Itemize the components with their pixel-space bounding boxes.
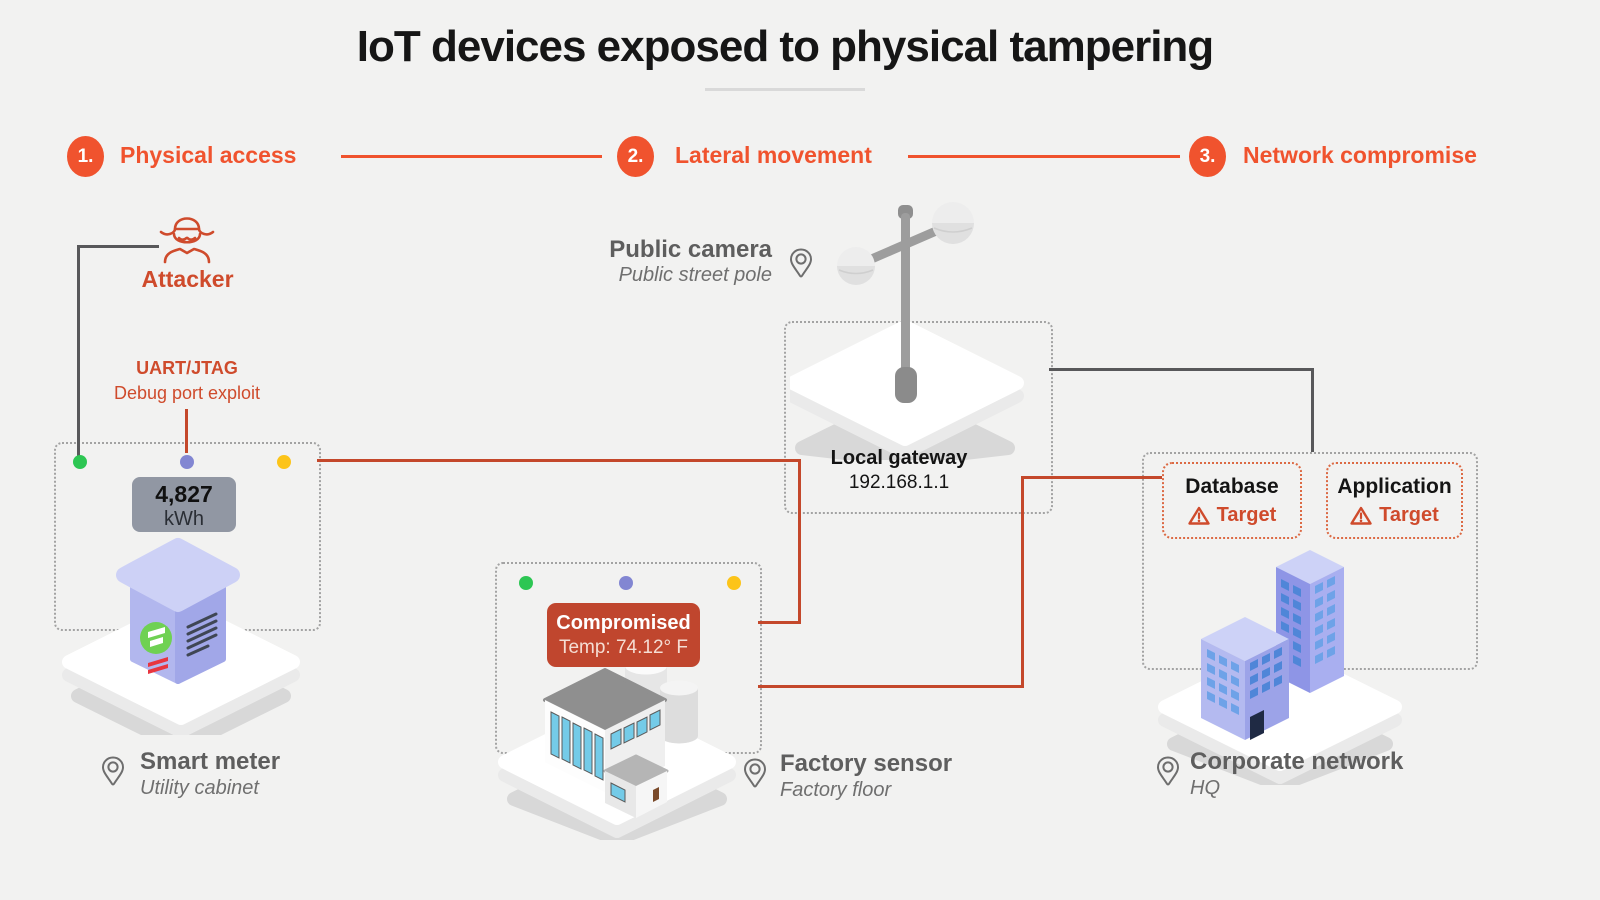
compromised-badge: Compromised Temp: 74.12° F <box>547 603 700 667</box>
warning-triangle-icon <box>1187 506 1210 525</box>
status-dot-purple <box>619 576 633 590</box>
compromised-status: Compromised <box>556 612 691 634</box>
application-target-box: Application Target <box>1326 462 1463 539</box>
link-gateway-to-corporate-h <box>1049 368 1314 371</box>
step-2-number-badge: 2. <box>617 136 654 177</box>
public-camera-illustration <box>790 202 1024 460</box>
factory-sensor-name: Factory sensor <box>780 750 953 777</box>
spy-icon <box>159 217 215 264</box>
attacker-label: Attacker <box>141 266 234 292</box>
public-camera-name: Public camera <box>609 236 772 263</box>
corporate-network-name: Corporate network <box>1190 748 1404 775</box>
attacker-connector-vertical <box>77 245 80 456</box>
database-label: Database <box>1185 474 1279 498</box>
local-gateway-ip: 192.168.1.1 <box>848 472 950 493</box>
meter-reading-unit: kWh <box>164 508 204 530</box>
smart-meter-name: Smart meter <box>140 748 281 775</box>
step-2-number: 2. <box>627 145 644 167</box>
path-meter-to-factory-h2 <box>758 621 801 624</box>
application-label: Application <box>1337 474 1452 498</box>
pin-icon <box>743 758 767 788</box>
pin-icon <box>1156 756 1180 786</box>
step-1-label: Physical access <box>120 142 297 168</box>
application-target-tag: Target <box>1379 503 1439 526</box>
public-camera-location: Public street pole <box>618 264 772 286</box>
status-dot-green <box>73 455 87 469</box>
meter-reading-value: 4,827 <box>155 481 213 507</box>
path-factory-to-database-v <box>1021 476 1024 688</box>
warning-triangle-icon <box>1350 506 1372 525</box>
local-gateway-name: Local gateway <box>830 447 968 469</box>
page-title: IoT devices exposed to physical tamperin… <box>356 22 1214 71</box>
step-3-label: Network compromise <box>1243 142 1477 168</box>
step-connector-1-2 <box>341 155 602 158</box>
link-gateway-to-corporate-v <box>1311 368 1314 452</box>
pin-icon <box>789 248 813 278</box>
database-target-tag: Target <box>1216 503 1277 526</box>
exploit-pointer-line <box>185 409 188 453</box>
step-3-number: 3. <box>1199 145 1216 167</box>
path-factory-to-database-h1 <box>758 685 1024 688</box>
factory-sensor-location: Factory floor <box>780 779 892 801</box>
status-dot-yellow <box>727 576 741 590</box>
attacker-connector-horizontal <box>77 245 159 248</box>
status-dot-yellow <box>277 455 291 469</box>
meter-reading-display: 4,827 kWh <box>132 477 236 532</box>
exploit-subtitle: Debug port exploit <box>113 383 261 403</box>
step-connector-2-3 <box>908 155 1180 158</box>
step-3-number-badge: 3. <box>1189 136 1226 177</box>
status-dot-purple <box>180 455 194 469</box>
factory-illustration <box>498 657 736 840</box>
local-gateway-boundary-box <box>784 321 1053 514</box>
path-meter-to-factory-h1 <box>317 459 801 462</box>
exploit-title: UART/JTAG <box>136 358 238 378</box>
title-divider <box>705 88 865 91</box>
status-dot-green <box>519 576 533 590</box>
path-meter-to-factory-v <box>798 459 801 624</box>
database-target-box: Database Target <box>1162 462 1302 539</box>
smart-meter-illustration <box>62 538 300 735</box>
compromised-temp: Temp: 74.12° F <box>558 637 689 658</box>
path-factory-to-database-h2 <box>1021 476 1162 479</box>
corporate-building-illustration <box>1158 550 1402 785</box>
corporate-network-location: HQ <box>1190 777 1220 799</box>
step-1-number-badge: 1. <box>67 136 104 177</box>
smart-meter-location: Utility cabinet <box>140 777 259 799</box>
pin-icon <box>101 756 125 786</box>
step-1-number: 1. <box>77 145 94 167</box>
step-2-label: Lateral movement <box>675 142 872 168</box>
